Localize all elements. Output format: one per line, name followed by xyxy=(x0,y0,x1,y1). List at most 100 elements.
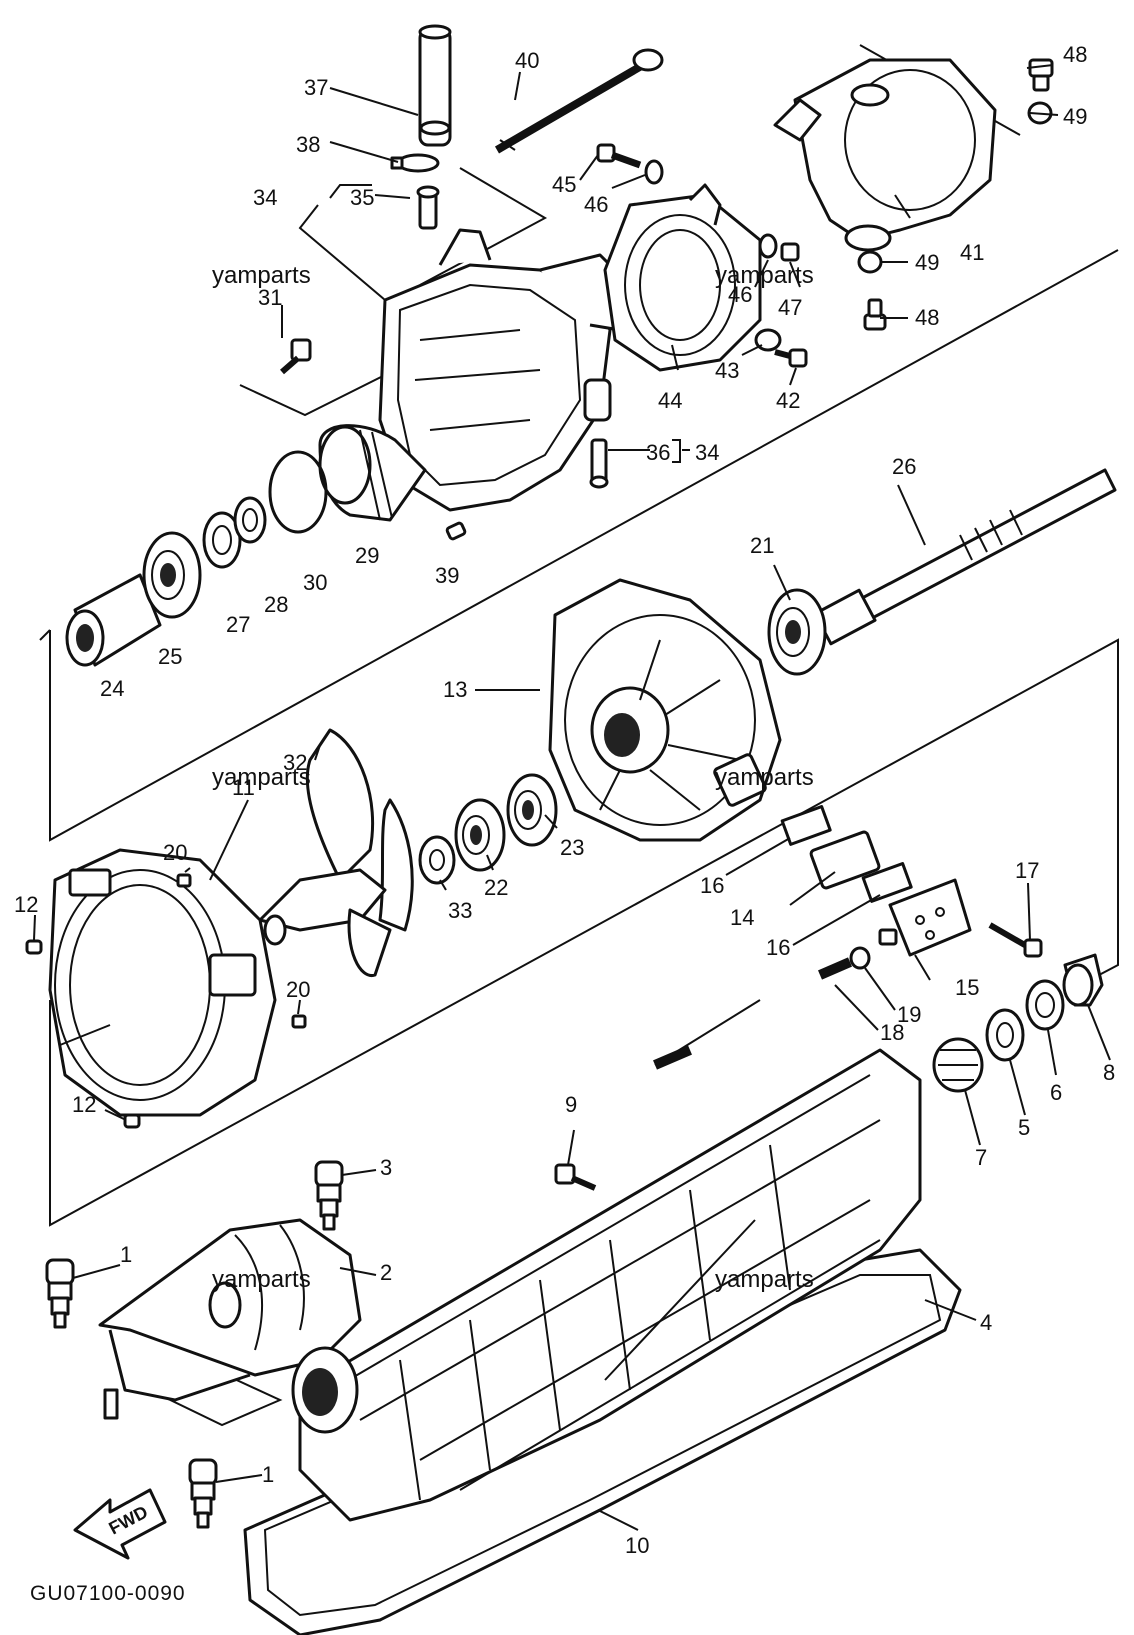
callout-20: 20 xyxy=(286,977,310,1002)
callout-49: 49 xyxy=(1063,104,1087,129)
intake-grate-part-10 xyxy=(243,1048,962,1635)
callout-7: 7 xyxy=(975,1145,987,1170)
callout-42: 42 xyxy=(776,388,800,413)
callout-4: 4 xyxy=(980,1310,992,1335)
callout-30: 30 xyxy=(303,570,327,595)
callout-12: 12 xyxy=(14,892,38,917)
callout-45: 45 xyxy=(552,172,576,197)
callout-43: 43 xyxy=(715,358,739,383)
diagram-code: GU07100-0090 xyxy=(30,1582,186,1605)
bolt-part-40 xyxy=(494,48,664,154)
bolt-part-48 xyxy=(863,58,1054,331)
liner-housing-part-11 xyxy=(48,848,277,1117)
callout-1: 1 xyxy=(262,1462,274,1487)
forward-arrow-icon: FWD xyxy=(73,1488,167,1560)
callout-35: 35 xyxy=(350,185,374,210)
deflector-part-41 xyxy=(773,58,997,252)
bearing-part-21 xyxy=(767,588,827,676)
callout-16: 16 xyxy=(766,935,790,960)
callout-31: 31 xyxy=(258,285,282,310)
bearing-part-25 xyxy=(142,531,202,619)
bearing-part-22 xyxy=(454,798,506,872)
callout-9: 9 xyxy=(565,1092,577,1117)
callout-19: 19 xyxy=(897,1002,921,1027)
seal-part-27 xyxy=(202,511,242,569)
watermark: yamparts xyxy=(715,1266,814,1293)
watermark: yamparts xyxy=(212,1266,311,1293)
pin-part-12 xyxy=(25,939,141,1129)
callout-8: 8 xyxy=(1103,1060,1115,1085)
collar-part-19 xyxy=(849,946,871,970)
bolt-part-31 xyxy=(280,338,312,375)
callout-24: 24 xyxy=(100,676,124,701)
callout-21: 21 xyxy=(750,533,774,558)
callout-40: 40 xyxy=(515,48,539,73)
collar-part-35 xyxy=(416,185,440,230)
nut-part-47 xyxy=(780,242,800,262)
washer-part-33 xyxy=(418,835,456,885)
hose-part-37 xyxy=(418,24,452,147)
o-ring-part-30 xyxy=(268,450,328,534)
callout-14: 14 xyxy=(730,905,754,930)
bearing-housing-part-44 xyxy=(603,183,762,372)
bearing-part-23 xyxy=(506,773,558,847)
callout-32: 32 xyxy=(283,750,307,775)
clamp-part-38 xyxy=(390,153,440,173)
watermark: yamparts xyxy=(715,764,814,791)
sleeve-part-24 xyxy=(65,573,162,667)
nut-part-28 xyxy=(233,496,267,544)
callout-2: 2 xyxy=(380,1260,392,1285)
callout-10: 10 xyxy=(625,1533,649,1558)
callout-22: 22 xyxy=(484,875,508,900)
washer-part-46 xyxy=(644,159,778,259)
callout-33: 33 xyxy=(448,898,472,923)
drive-shaft-part-26 xyxy=(813,468,1117,646)
bolt-part-42 xyxy=(774,348,808,368)
callout-47: 47 xyxy=(778,295,802,320)
callout-15: 15 xyxy=(955,975,979,1000)
cap-part-8 xyxy=(1062,953,1104,1007)
callout-41: 41 xyxy=(960,240,984,265)
callout-34: 34 xyxy=(695,440,719,465)
callout-34: 34 xyxy=(253,185,277,210)
screw-part-9 xyxy=(554,1163,597,1191)
callout-26: 26 xyxy=(892,454,916,479)
nozzle-part-29 xyxy=(318,424,427,522)
callout-29: 29 xyxy=(355,543,379,568)
bearing-part-5 xyxy=(985,1008,1025,1062)
pump-housing-part-13 xyxy=(548,578,782,842)
seal-part-6 xyxy=(1025,979,1065,1031)
callout-38: 38 xyxy=(296,132,320,157)
gasket-part-16 xyxy=(780,805,913,903)
callout-numbers: 37 38 40 34 35 31 45 46 46 47 43 42 44 4… xyxy=(14,42,1115,1558)
bolt-part-3 xyxy=(314,1160,344,1231)
callout-48: 48 xyxy=(1063,42,1087,67)
callout-23: 23 xyxy=(560,835,584,860)
callout-17: 17 xyxy=(1015,858,1039,883)
gear-part-7 xyxy=(932,1037,984,1093)
callout-25: 25 xyxy=(158,644,182,669)
callout-6: 6 xyxy=(1050,1080,1062,1105)
callout-48: 48 xyxy=(915,305,939,330)
callout-46: 46 xyxy=(728,282,752,307)
bolt-part-17 xyxy=(988,922,1043,958)
rod-part-18 xyxy=(653,957,852,1070)
bolt-part-1 xyxy=(45,1258,218,1529)
pin-part-39 xyxy=(445,521,467,541)
cover-part-14 xyxy=(809,830,881,890)
callout-12: 12 xyxy=(72,1092,96,1117)
plate-part-15 xyxy=(878,878,972,957)
bolt-part-45 xyxy=(596,143,642,169)
watermarks: yamparts yamparts yamparts yamparts yamp… xyxy=(212,262,814,1293)
watermark: yamparts xyxy=(715,262,814,289)
pin-part-36 xyxy=(589,438,609,489)
watermark: yamparts xyxy=(212,764,311,791)
callout-44: 44 xyxy=(658,388,682,413)
callout-5: 5 xyxy=(1018,1115,1030,1140)
callout-3: 3 xyxy=(380,1155,392,1180)
callout-36: 36 xyxy=(646,440,670,465)
callout-18: 18 xyxy=(880,1020,904,1045)
callout-28: 28 xyxy=(264,592,288,617)
callout-11: 11 xyxy=(232,775,255,800)
